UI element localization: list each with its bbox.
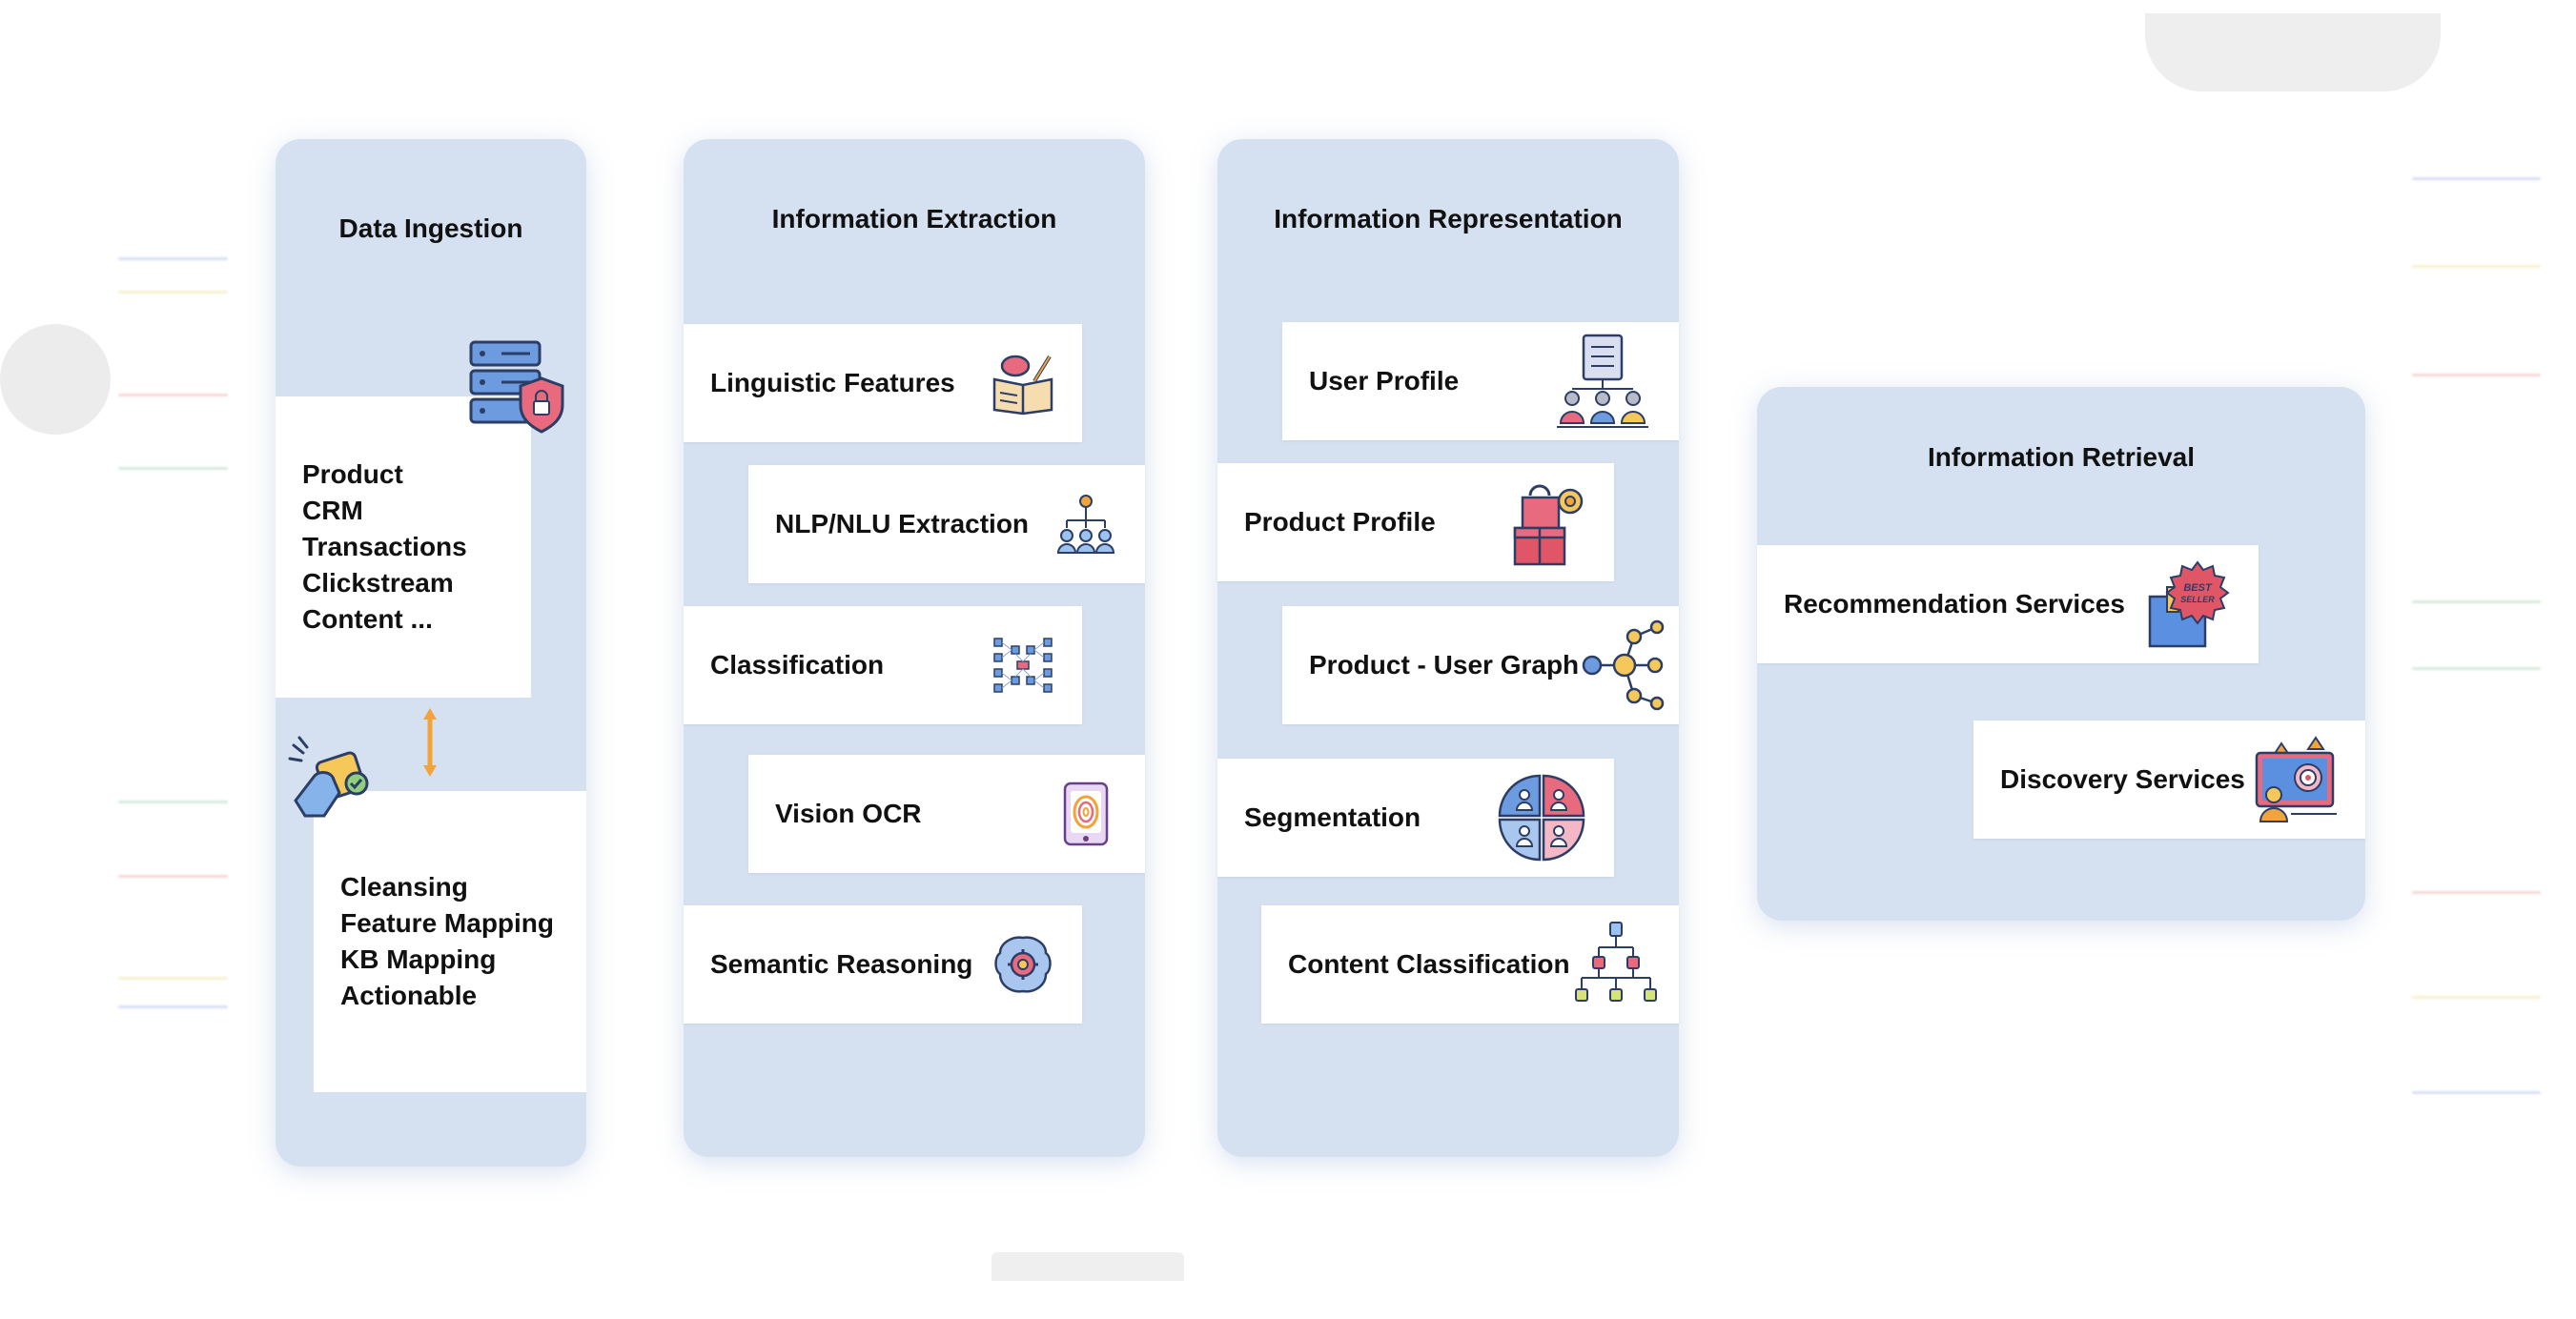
card-label: Discovery Services [2000, 764, 2245, 794]
card-label: Product - User Graph [1309, 650, 1580, 680]
background-dash [118, 291, 228, 294]
data-ingestion-title: Data Ingestion [338, 213, 523, 243]
source-item: Product [302, 459, 403, 489]
svg-text:SELLER: SELLER [2180, 595, 2215, 604]
svg-text:BEST: BEST [2183, 582, 2213, 594]
semantic-reasoning-card: Semantic Reasoning [684, 905, 1082, 1024]
recommendation-services-card: Recommendation Services BEST SELLER [1757, 545, 2259, 663]
background-dash [118, 257, 228, 260]
source-item: Clickstream [302, 568, 454, 598]
bidirectional-arrow-icon [419, 708, 440, 777]
background-dash [2412, 891, 2541, 894]
background-dash [118, 875, 228, 878]
background-shape [992, 1252, 1184, 1281]
source-item: Transactions [302, 532, 467, 561]
background-dash [2412, 374, 2541, 376]
information-retrieval-title: Information Retrieval [1927, 442, 2196, 472]
gift-bag-icon [1511, 477, 1587, 568]
target-monitor-icon [2253, 734, 2339, 825]
background-dash [2412, 600, 2541, 603]
product-profile-card: Product Profile [1217, 463, 1614, 581]
content-classification-card: Content Classification [1261, 905, 1679, 1024]
card-label: NLP/NLU Extraction [775, 509, 1030, 538]
information-extraction-title: Information Extraction [771, 204, 1057, 233]
background-dash [118, 801, 228, 803]
card-label: Recommendation Services [1784, 589, 2125, 619]
card-label: Linguistic Features [710, 368, 955, 397]
card-label: Semantic Reasoning [710, 949, 973, 979]
network-grid-icon [991, 633, 1055, 698]
user-document-icon [1553, 332, 1652, 431]
best-seller-badge-icon: BEST SELLER [2146, 558, 2232, 650]
processing-steps-card: Cleansing Feature Mapping KB Mapping Act… [314, 791, 586, 1092]
step-item: KB Mapping [340, 944, 497, 974]
linguistic-features-card: Linguistic Features [684, 324, 1082, 442]
segment-pie-icon [1496, 772, 1587, 863]
user-profile-card: User Profile [1282, 322, 1679, 440]
server-lock-icon [467, 338, 568, 434]
card-label: Segmentation [1244, 802, 1421, 832]
tree-hierarchy-icon [1570, 919, 1662, 1010]
fingerprint-phone-icon [1053, 781, 1118, 846]
vision-ocr-card: Vision OCR [748, 755, 1145, 873]
card-label: User Profile [1309, 366, 1460, 396]
background-dash [2412, 177, 2541, 180]
step-item: Cleansing [340, 872, 468, 902]
data-sources-card: Product CRM Transactions Clickstream Con… [276, 396, 531, 698]
background-dash [118, 1005, 228, 1008]
cleaning-hand-icon [286, 734, 378, 820]
nlp-nlu-extraction-card: NLP/NLU Extraction [748, 465, 1145, 583]
card-label: Vision OCR [775, 799, 922, 828]
step-item: Actionable [340, 981, 478, 1010]
node-graph-icon [1579, 619, 1670, 711]
background-dash [118, 977, 228, 980]
team-hierarchy-icon [1053, 492, 1118, 557]
background-dash [2412, 265, 2541, 268]
source-item: Content ... [302, 604, 433, 634]
source-item: CRM [302, 496, 363, 525]
discovery-services-card: Discovery Services [1973, 720, 2365, 839]
background-shape [2145, 13, 2441, 91]
background-dash [118, 467, 228, 470]
background-dash [118, 394, 228, 396]
step-item: Feature Mapping [340, 908, 555, 938]
brain-gear-icon [991, 932, 1055, 997]
card-label: Product Profile [1244, 507, 1436, 537]
card-label: Classification [710, 650, 885, 680]
classification-card: Classification [684, 606, 1082, 724]
card-label: Content Classification [1288, 949, 1570, 979]
background-dash [2412, 996, 2541, 999]
background-dash [2412, 667, 2541, 670]
information-representation-title: Information Representation [1274, 204, 1623, 233]
background-circle [0, 324, 111, 435]
book-brain-icon [991, 351, 1055, 416]
product-user-graph-card: Product - User Graph [1282, 606, 1679, 724]
segmentation-card: Segmentation [1217, 759, 1614, 877]
background-dash [2412, 1091, 2541, 1094]
